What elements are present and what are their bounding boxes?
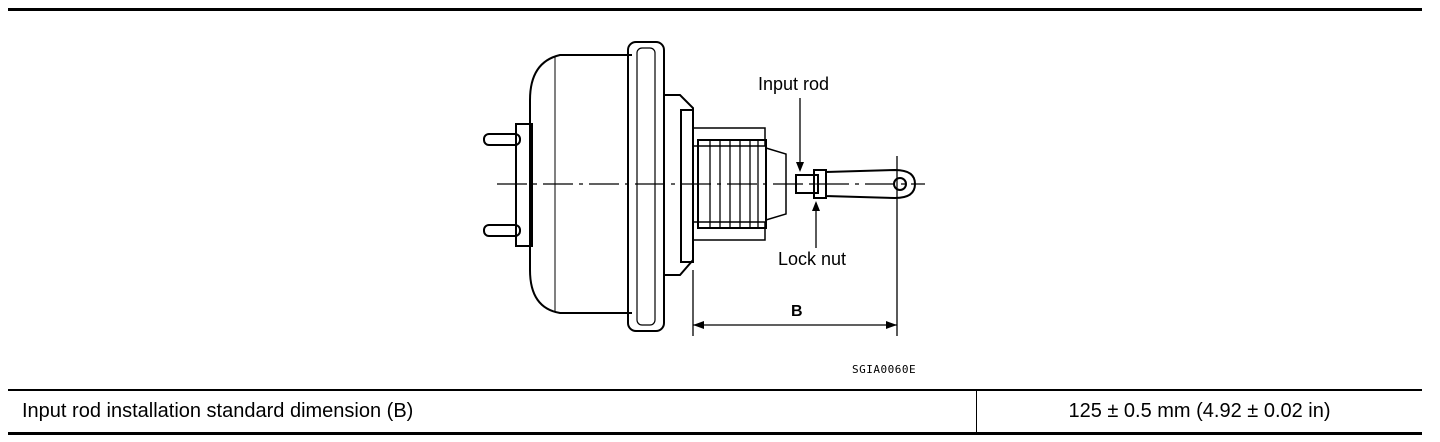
spec-label: Input rod installation standard dimensio…	[8, 389, 977, 435]
table-row: Input rod installation standard dimensio…	[8, 389, 1422, 435]
clevis	[825, 168, 917, 200]
spec-value: 125 ± 0.5 mm (4.92 ± 0.02 in)	[976, 389, 1422, 435]
mounting-studs	[483, 123, 533, 247]
front-shell	[664, 94, 694, 276]
dimension-b-label: B	[791, 303, 803, 320]
brake-booster-figure: Input rod Lock nut B SGIA0060E	[483, 41, 925, 376]
booster-shell	[529, 54, 632, 314]
spec-table: Input rod installation standard dimensio…	[8, 389, 1422, 435]
threaded-body	[692, 127, 787, 241]
top-rule	[8, 8, 1422, 11]
lock-nut-label: Lock nut	[778, 249, 847, 269]
dimension-b	[692, 156, 898, 336]
brake-booster-diagram	[483, 41, 925, 336]
input-rod-label: Input rod	[758, 74, 830, 94]
figure-code: SGIA0060E	[852, 363, 917, 376]
shell-flange	[627, 41, 665, 332]
